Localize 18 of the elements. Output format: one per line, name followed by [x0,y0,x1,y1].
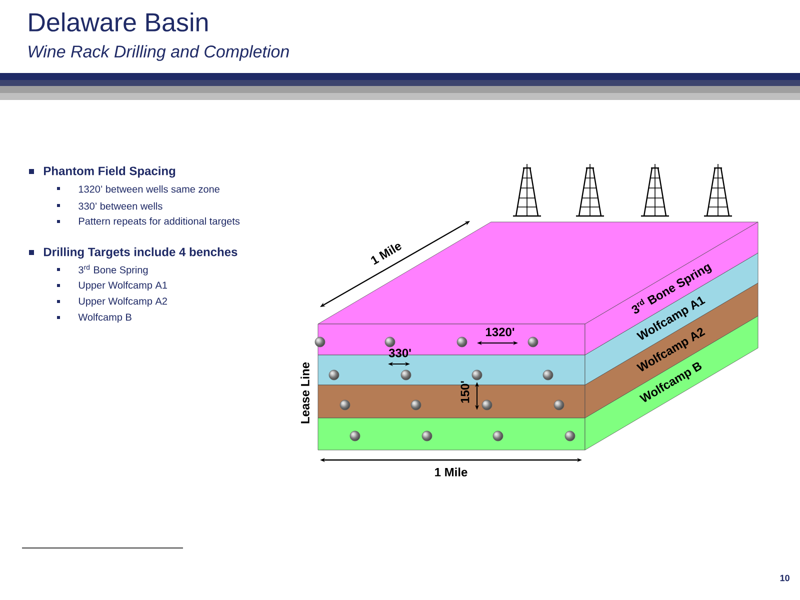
dimension-label: 330' [388,348,411,358]
bullet-heading: Phantom Field Spacing [44,166,176,178]
bullet-text: 1320’ between wells same zone [78,185,220,193]
dimension-label: 1 Mile [371,244,402,265]
title: Delaware Basin [29,12,208,32]
bullet-text: Upper Wolfcamp A2 [78,297,167,307]
subtitle: Wine Rack Drilling and Completion [28,45,289,61]
bullet-text: Wolfcamp B [78,313,132,323]
bullet-text: Pattern repeats for additional targets [79,217,240,227]
bullet-text: Upper Wolfcamp A1 [78,281,167,291]
bullet-text: 330’ between wells [78,202,162,210]
dimension-label: 1 Mile [435,468,468,476]
side-label: Lease Line [300,362,310,424]
bullet-heading: Drilling Targets include 4 benches [44,247,238,259]
dimension-label: 1320' [486,328,514,336]
bullet-text: 3$^{rd}$ Bone Spring [78,264,148,276]
dimension-label: 150' [460,381,470,403]
page-number: 10 [780,574,790,582]
